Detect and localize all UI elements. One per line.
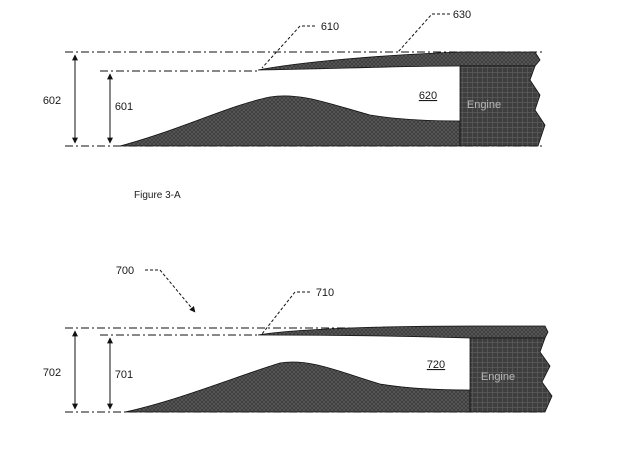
leader-700 xyxy=(145,269,196,313)
label-610: 610 xyxy=(321,21,339,33)
label-720: 720 xyxy=(427,359,445,371)
label-602: 602 xyxy=(43,95,61,107)
engine-block xyxy=(459,65,546,147)
label-engine-a: Engine xyxy=(467,99,501,111)
label-620: 620 xyxy=(419,90,437,102)
label-engine-b: Engine xyxy=(481,371,515,383)
engine-block xyxy=(469,337,553,413)
lower-ramp-shape xyxy=(119,95,461,147)
lower-ramp-shape xyxy=(124,361,471,413)
figure-3a: 602 601 610 630 620 Engine Figure 3-A xyxy=(43,9,546,201)
upper-cowl-shape xyxy=(257,325,549,339)
leader-630 xyxy=(397,13,450,53)
upper-cowl-shape xyxy=(257,51,541,71)
label-710: 710 xyxy=(316,287,334,299)
label-630: 630 xyxy=(453,9,471,21)
label-601: 601 xyxy=(115,101,133,113)
label-700: 700 xyxy=(116,265,134,277)
label-702: 702 xyxy=(43,367,61,379)
leader-610 xyxy=(261,25,315,69)
leader-710 xyxy=(261,291,310,335)
figure-caption-3a: Figure 3-A xyxy=(134,190,181,201)
label-701: 701 xyxy=(115,369,133,381)
figure-700: 700 702 701 710 720 Engine xyxy=(43,265,553,413)
